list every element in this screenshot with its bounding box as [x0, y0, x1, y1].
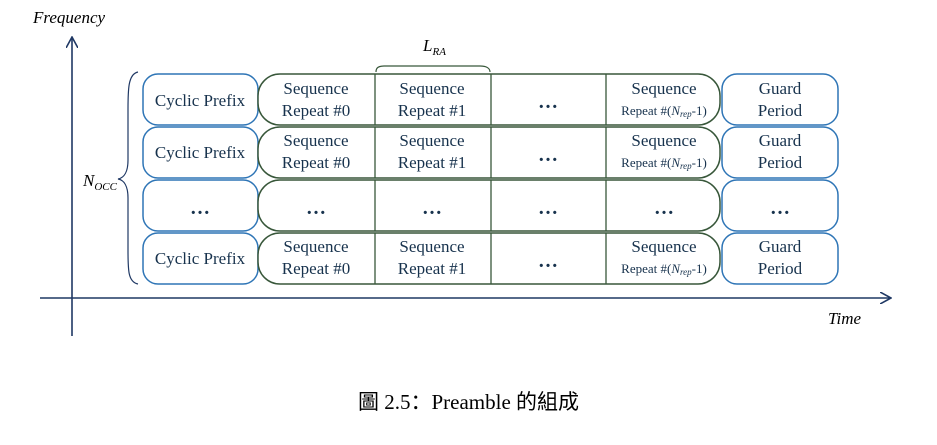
sequence-repeat-1-label: Repeat #1: [398, 153, 466, 172]
sequence-repeat-1-label: Sequence: [399, 131, 464, 150]
guard-period-block: [721, 232, 839, 285]
sequence-repeat-0-label: Sequence: [283, 79, 348, 98]
guard-period-label: Guard: [759, 237, 802, 256]
sequence-repeat-last-label: Sequence: [631, 237, 696, 256]
cyclic-prefix-label: Cyclic Prefix: [155, 91, 246, 110]
guard-period-label: Guard: [759, 131, 802, 150]
sequence-group-outline: [257, 232, 721, 285]
sequence-repeat-1-label: Repeat #1: [398, 259, 466, 278]
sequence-repeat-0-label: Sequence: [283, 131, 348, 150]
ellipsis: …: [538, 250, 558, 272]
lra-bracket: [375, 65, 491, 73]
preamble-row-2: Cyclic Prefix Sequence Repeat #0 Sequenc…: [142, 126, 839, 179]
cyclic-prefix-label: Cyclic Prefix: [155, 143, 246, 162]
ellipsis: …: [538, 197, 558, 219]
preamble-row-4: Cyclic Prefix Sequence Repeat #0 Sequenc…: [142, 232, 839, 285]
ellipsis: …: [422, 197, 442, 219]
ellipsis: …: [654, 197, 674, 219]
preamble-diagram: Frequency Time NOCC LRA Cyclic Prefix Se…: [32, 8, 937, 336]
preamble-row-ellipsis: … … … … … …: [142, 179, 839, 232]
ellipsis: …: [538, 91, 558, 113]
ellipsis: …: [770, 197, 790, 219]
preamble-row-1: Cyclic Prefix Sequence Repeat #0 Sequenc…: [142, 73, 839, 126]
sequence-repeat-last-label: Sequence: [631, 131, 696, 150]
nocc-brace: [117, 71, 139, 285]
sequence-repeat-1-label: Sequence: [399, 237, 464, 256]
sequence-repeat-last-label: Repeat #(Nrep-1): [621, 261, 707, 277]
sequence-repeat-0-label: Repeat #0: [282, 101, 350, 120]
sequence-repeat-last-label: Repeat #(Nrep-1): [621, 103, 707, 119]
ellipsis: …: [538, 144, 558, 166]
time-axis-label: Time: [828, 309, 862, 328]
sequence-repeat-0-label: Repeat #0: [282, 259, 350, 278]
guard-period-block: [721, 126, 839, 179]
guard-period-label: Period: [758, 259, 803, 278]
nocc-label: NOCC: [82, 171, 118, 193]
sequence-group-outline: [257, 73, 721, 126]
lra-label: LRA: [422, 36, 446, 58]
sequence-repeat-last-label: Repeat #(Nrep-1): [621, 155, 707, 171]
ellipsis: …: [306, 197, 326, 219]
sequence-repeat-1-label: Sequence: [399, 79, 464, 98]
figure-caption: 圖 2.5：Preamble 的組成: [357, 390, 580, 414]
guard-period-label: Guard: [759, 79, 802, 98]
ellipsis: …: [190, 197, 210, 219]
guard-period-block: [721, 179, 839, 232]
guard-period-label: Period: [758, 153, 803, 172]
frequency-axis-label: Frequency: [32, 8, 106, 27]
sequence-group-outline: [257, 126, 721, 179]
sequence-repeat-1-label: Repeat #1: [398, 101, 466, 120]
sequence-repeat-last-label: Sequence: [631, 79, 696, 98]
sequence-repeat-0-label: Repeat #0: [282, 153, 350, 172]
cyclic-prefix-label: Cyclic Prefix: [155, 249, 246, 268]
guard-period-block: [721, 73, 839, 126]
guard-period-label: Period: [758, 101, 803, 120]
sequence-repeat-0-label: Sequence: [283, 237, 348, 256]
sequence-group-outline: [257, 179, 721, 232]
